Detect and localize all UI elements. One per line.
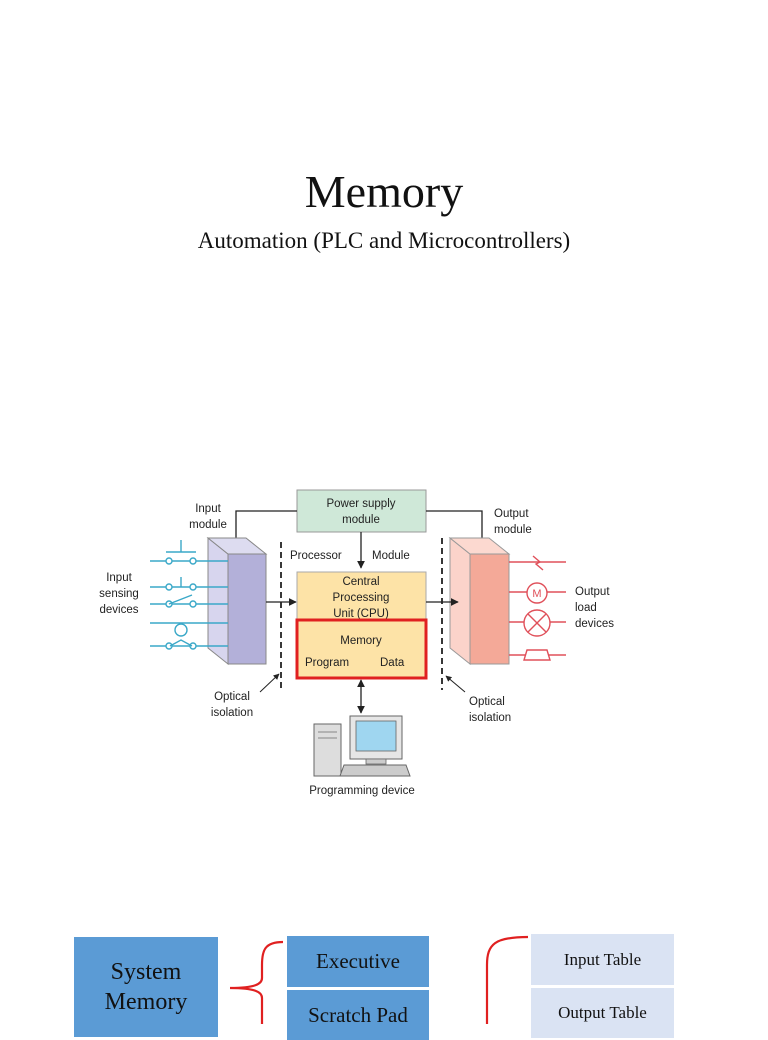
slide-title: Memory: [304, 166, 464, 217]
optical-left-label-2: isolation: [211, 707, 253, 719]
optical-right-label-2: isolation: [469, 712, 511, 724]
memory-program-label: Program: [305, 657, 349, 669]
input-devices-label-2: sensing: [99, 588, 139, 600]
cpu-label-3: Unit (CPU): [333, 608, 389, 620]
output-module-label-1: Output: [494, 508, 529, 520]
power-supply-label-2: module: [342, 514, 380, 526]
input-devices-label-1: Input: [106, 572, 132, 584]
input-devices-label-3: devices: [100, 604, 139, 616]
output-devices-label-2: load: [575, 602, 597, 614]
system-memory-block: System Memory: [74, 937, 218, 1037]
power-line-right: [426, 510, 486, 549]
output-devices-label-3: devices: [575, 618, 614, 630]
programming-device-label: Programming device: [309, 785, 414, 797]
input-table-block: Input Table: [531, 934, 674, 985]
data-table-brace: [485, 935, 529, 1024]
input-module-label-1: Input: [195, 503, 221, 515]
processor-label: Processor: [290, 550, 342, 562]
optical-right-label-1: Optical: [469, 696, 505, 708]
slide-subtitle: Automation (PLC and Microcontrollers): [197, 228, 571, 253]
input-devices-icon: [150, 540, 228, 650]
cpu-label-1: Central: [342, 576, 379, 588]
computer-icon: [313, 715, 411, 777]
system-memory-brace: [229, 940, 284, 1024]
optical-left-label-1: Optical: [214, 691, 250, 703]
executive-block: Executive: [287, 936, 429, 987]
cpu-box: [296, 571, 427, 620]
module-label: Module: [372, 550, 410, 562]
output-module-label-2: module: [494, 524, 532, 536]
cpu-label-2: Processing: [333, 592, 390, 604]
optical-right-pointer: [445, 675, 466, 693]
output-devices-icon: [509, 555, 566, 661]
power-line-left: [232, 510, 297, 549]
memory-data-label: Data: [380, 657, 405, 669]
memory-label: Memory: [340, 635, 382, 647]
memory-box: [295, 618, 428, 680]
input-module-label-2: module: [189, 519, 227, 531]
output-module-front: [469, 553, 510, 665]
input-module-front: [227, 553, 267, 665]
output-devices-label-1: Output: [575, 586, 610, 598]
optical-left-pointer: [259, 673, 280, 693]
power-supply-label-1: Power supply: [326, 498, 395, 510]
motor-symbol-label: M: [532, 588, 541, 600]
